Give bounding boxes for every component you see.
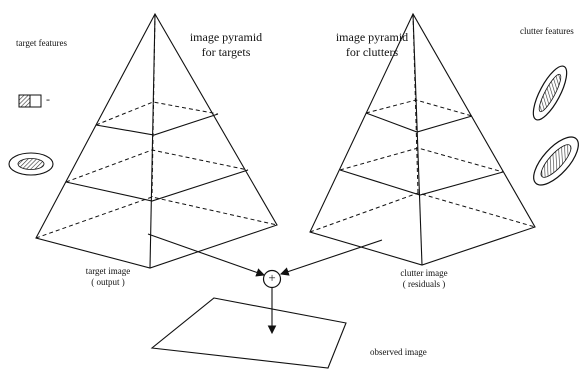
clutter-level-1-front bbox=[365, 112, 473, 133]
clutter-to-sum-arrow bbox=[279, 239, 383, 276]
clutter-image-label-line-1: clutter image bbox=[400, 268, 448, 278]
target-image-label-line-2: ( output ) bbox=[91, 277, 125, 287]
clutter-level-2-back bbox=[339, 147, 504, 173]
target-level-2-front bbox=[65, 169, 249, 202]
target-pyramid bbox=[35, 12, 278, 269]
target-pyramid-title-line-1: image pyramid bbox=[189, 30, 263, 44]
target-pyramid-base-back bbox=[35, 196, 278, 239]
clutter-feature-ellipse-2-icon bbox=[533, 136, 579, 186]
target-to-sum-arrow bbox=[147, 233, 266, 277]
clutter-level-2-front bbox=[339, 169, 504, 196]
target-feature-step-icon bbox=[18, 94, 42, 108]
clutter-image-label-line-2: ( residuals ) bbox=[402, 279, 446, 289]
observed-image-label: observed image bbox=[370, 347, 427, 357]
clutter-pyramid-back-edge bbox=[412, 13, 419, 194]
clutter-pyramid-title-line-2: for clutters bbox=[345, 45, 399, 59]
target-level-2-back bbox=[65, 149, 249, 183]
combination-flow bbox=[147, 233, 383, 335]
target-features-label: target features bbox=[16, 38, 68, 48]
target-level-1-front bbox=[95, 113, 219, 136]
clutter-features-label: clutter features bbox=[520, 26, 574, 36]
target-image-label-line-1: target image bbox=[85, 266, 131, 276]
target-level-1-back bbox=[95, 101, 219, 126]
sum-node bbox=[262, 269, 282, 289]
clutter-pyramid bbox=[309, 12, 536, 266]
minus-symbol: - bbox=[46, 92, 50, 106]
target-image-label: target image ( output ) bbox=[76, 266, 140, 288]
target-feature-ellipse-icon bbox=[8, 152, 54, 176]
sum-symbol: + bbox=[268, 270, 276, 285]
clutter-feature-ellipse-1-icon bbox=[532, 65, 568, 121]
clutter-level-1-back bbox=[365, 99, 473, 117]
observed-image-plane bbox=[150, 297, 347, 369]
clutter-image-label: clutter image ( residuals ) bbox=[392, 268, 456, 290]
clutter-pyramid-title-line-1: image pyramid bbox=[335, 30, 409, 44]
clutter-pyramid-front-edge bbox=[412, 13, 423, 266]
target-pyramid-title-line-2: for targets bbox=[201, 45, 251, 59]
clutter-pyramid-title: image pyramid for clutters bbox=[330, 30, 414, 60]
clutter-pyramid-base-back bbox=[309, 192, 536, 233]
target-pyramid-back-edge bbox=[151, 13, 156, 198]
target-pyramid-title: image pyramid for targets bbox=[184, 30, 268, 60]
